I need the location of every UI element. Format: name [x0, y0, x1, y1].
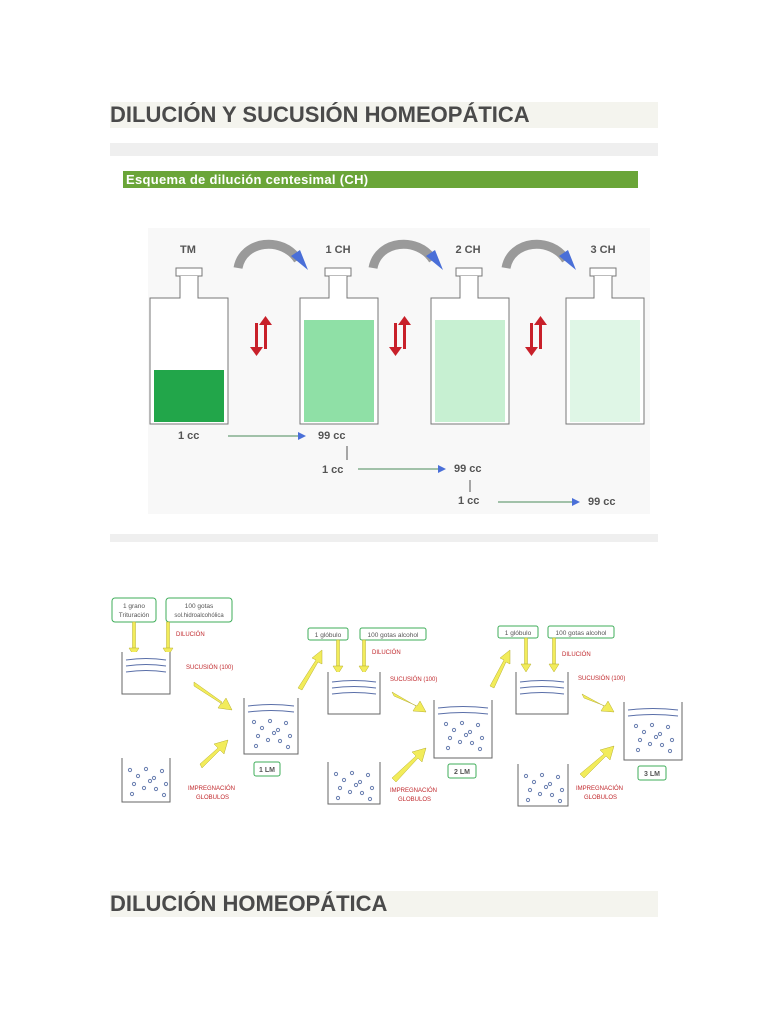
input-box: 100 gotas alcohol [547, 625, 615, 639]
svg-text:100 gotas alcohol: 100 gotas alcohol [368, 632, 420, 639]
svg-text:100 gotas alcohol: 100 gotas alcohol [556, 630, 608, 637]
svg-text:1 glóbulo: 1 glóbulo [505, 630, 532, 637]
result-3lm: 3 LM [637, 765, 667, 781]
step1-from: 1 cc [178, 430, 199, 442]
bottle-tm [149, 267, 229, 425]
input-box: 100 gotas sol.hidroalcohólica [165, 597, 233, 623]
bottle-1ch [299, 267, 379, 425]
svg-text:1 glóbulo: 1 glóbulo [315, 632, 342, 639]
shake-arrows-icon [389, 316, 411, 356]
bottle-2ch [430, 267, 510, 425]
vial [243, 698, 299, 755]
svg-text:SUCUSIÓN (100): SUCUSIÓN (100) [578, 675, 625, 682]
bottle-label-1ch: 1 CH [325, 244, 350, 256]
svg-text:1 LM: 1 LM [259, 767, 275, 774]
input-box: 100 gotas alcohol [359, 627, 427, 641]
result-1lm: 1 LM [253, 761, 281, 777]
globulos-label: GLOBULOS [196, 795, 229, 801]
lm-dilution-diagram: 1 grano Trituración 100 gotas sol.hidroa… [110, 590, 690, 820]
svg-text:1 grano: 1 grano [123, 603, 145, 610]
svg-text:sol.hidroalcohólica: sol.hidroalcohólica [174, 613, 224, 619]
separator-bar [110, 534, 658, 542]
separator-bar [110, 143, 658, 156]
vial [433, 700, 493, 759]
vial [121, 758, 171, 803]
shake-arrows-icon [250, 316, 272, 356]
main-heading: DILUCIÓN Y SUCUSIÓN HOMEOPÁTICA [110, 102, 658, 128]
transfer-arrow-icon [501, 239, 576, 270]
input-box: 1 grano Trituración [111, 597, 157, 623]
input-box: 1 glóbulo [307, 627, 349, 641]
svg-text:Trituración: Trituración [119, 612, 150, 619]
shake-arrows-icon [525, 316, 547, 356]
sucusion-label: SUCUSIÓN (100) [186, 664, 233, 671]
svg-text:IMPREGNACIÓN: IMPREGNACIÓN [390, 787, 437, 794]
vial [515, 672, 569, 715]
scheme-title-banner: Esquema de dilución centesimal (CH) [123, 171, 638, 188]
step3-from: 1 cc [458, 495, 479, 507]
bottle-label-2ch: 2 CH [455, 244, 480, 256]
svg-text:3 LM: 3 LM [644, 771, 660, 778]
step3-to: 99 cc [588, 496, 616, 508]
centesimal-dilution-diagram: TM 1 CH 2 CH 3 CH [148, 228, 650, 514]
bottle-label-tm: TM [180, 244, 196, 256]
svg-text:2 LM: 2 LM [454, 769, 470, 776]
svg-text:GLOBULOS: GLOBULOS [584, 795, 617, 801]
step1-to: 99 cc [318, 430, 346, 442]
step2-from: 1 cc [322, 464, 343, 476]
vial [623, 702, 683, 761]
transfer-arrow-icon [233, 239, 308, 270]
impregnacion-label: IMPREGNACIÓN [188, 785, 235, 792]
vial [327, 672, 381, 715]
svg-text:IMPREGNACIÓN: IMPREGNACIÓN [576, 785, 623, 792]
dilucion-label: DILUCIÓN [176, 631, 205, 638]
vial [327, 762, 381, 805]
svg-text:DILUCIÓN: DILUCIÓN [372, 649, 401, 656]
result-2lm: 2 LM [447, 763, 477, 779]
transfer-arrow-icon [368, 239, 443, 270]
svg-text:GLOBULOS: GLOBULOS [398, 797, 431, 803]
input-box: 1 glóbulo [497, 625, 539, 639]
svg-text:100 gotas: 100 gotas [185, 603, 214, 610]
svg-text:SUCUSIÓN (100): SUCUSIÓN (100) [390, 676, 437, 683]
vial [121, 652, 171, 695]
step2-to: 99 cc [454, 463, 482, 475]
svg-text:DILUCIÓN: DILUCIÓN [562, 651, 591, 658]
second-heading: DILUCIÓN HOMEOPÁTICA [110, 891, 658, 917]
vial [517, 764, 569, 807]
bottle-3ch [565, 267, 645, 425]
bottle-label-3ch: 3 CH [590, 244, 615, 256]
